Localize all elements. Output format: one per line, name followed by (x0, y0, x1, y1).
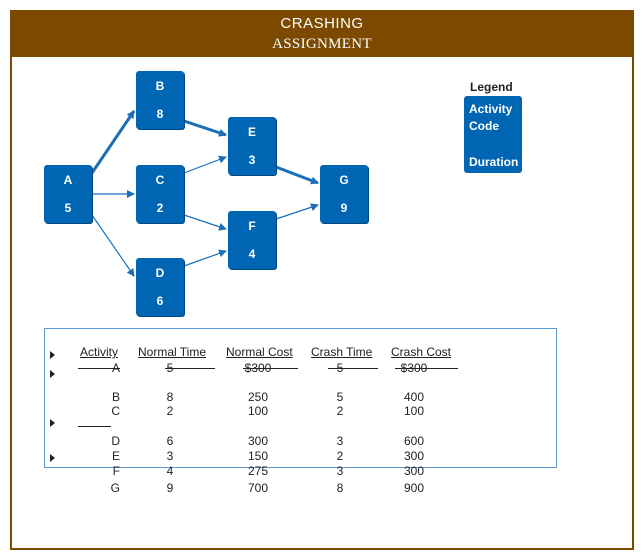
node-code: A (63, 173, 73, 187)
table-cell-normal-cost: 700 (247, 481, 269, 495)
table-cell-normal-time: 3 (166, 449, 174, 463)
table-cell-activity: C (111, 404, 120, 418)
table-header: Crash Time (311, 345, 373, 359)
table-header: Normal Cost (226, 345, 293, 359)
legend-duration-label: Duration (469, 155, 519, 169)
table-cell-crash-cost: 400 (403, 390, 425, 404)
edge-c-e (183, 155, 227, 174)
row-pointer-icon (50, 351, 55, 359)
table-cell-crash-cost: 300 (403, 464, 425, 478)
table-cell-activity: F (112, 464, 120, 478)
strike-line (243, 368, 298, 369)
table-cell-crash-time: 2 (336, 449, 344, 463)
table-cell-normal-time: 9 (166, 481, 174, 495)
table-cell-crash-cost: 300 (403, 449, 425, 463)
node-code: B (155, 79, 165, 93)
table-cell-crash-cost: 600 (403, 434, 425, 448)
row-pointer-icon (50, 419, 55, 427)
table-cell-crash-time: 8 (336, 481, 344, 495)
table-cell-normal-cost: 150 (247, 449, 269, 463)
title-line-2: ASSIGNMENT (272, 36, 372, 52)
legend-activity-label: Activity (469, 102, 513, 116)
node-duration: 3 (248, 153, 256, 167)
edge-f-g (275, 203, 319, 220)
strike-line (165, 368, 215, 369)
separator-line (78, 426, 111, 427)
table-cell-normal-time: 4 (166, 464, 174, 478)
row-pointer-icon (50, 370, 55, 378)
table-cell-activity: E (111, 449, 120, 463)
table-cell-crash-time: 3 (336, 434, 344, 448)
table-cell-normal-time: 6 (166, 434, 174, 448)
node-duration: 2 (156, 201, 164, 215)
table-header: Crash Cost (391, 345, 452, 359)
table-cell-crash-time: 2 (336, 404, 344, 418)
edge-a-d (91, 214, 135, 277)
strike-line (395, 368, 458, 369)
node-duration: 6 (156, 294, 164, 308)
title-line-1: CRASHING (280, 15, 364, 32)
table-cell-normal-cost: 300 (247, 434, 269, 448)
table-cell-normal-cost: 275 (247, 464, 269, 478)
table-cell-crash-cost: 900 (403, 481, 425, 495)
edge-d-f (183, 249, 227, 267)
table-cell-normal-time: 8 (166, 390, 174, 404)
page-header: CRASHING ASSIGNMENT (10, 10, 634, 57)
node-code: F (248, 219, 256, 233)
node-code: D (155, 266, 165, 280)
strike-line (328, 368, 378, 369)
page-frame (10, 10, 634, 550)
table-cell-activity: G (110, 481, 120, 495)
table-cell-activity: B (111, 390, 120, 404)
edge-c-f (183, 214, 227, 231)
strike-line (78, 368, 120, 369)
node-code: E (247, 125, 256, 139)
table-header: Activity (80, 345, 119, 359)
table-cell-crash-time: 3 (336, 464, 344, 478)
node-code: G (339, 173, 349, 187)
table-cell-crash-cost: 100 (403, 404, 425, 418)
legend-title: Legend (470, 80, 513, 94)
table-cell-normal-time: 2 (166, 404, 174, 418)
table-header: Normal Time (138, 345, 207, 359)
node-duration: 4 (248, 247, 256, 261)
legend-code-label: Code (469, 119, 499, 133)
row-pointer-icon (50, 454, 55, 462)
edge-b-e (183, 119, 227, 137)
activity-table-frame (44, 328, 557, 468)
table-cell-normal-cost: 250 (247, 390, 269, 404)
node-code: C (155, 173, 165, 187)
node-duration: 5 (64, 201, 72, 215)
node-duration: 8 (156, 107, 164, 121)
table-cell-activity: D (111, 434, 120, 448)
node-duration: 9 (340, 201, 348, 215)
table-cell-crash-time: 5 (336, 390, 344, 404)
table-cell-normal-cost: 100 (247, 404, 269, 418)
edge-a-b (90, 110, 136, 174)
edge-e-g (275, 165, 319, 185)
legend-node-sample: Activity Code Duration (464, 96, 522, 173)
